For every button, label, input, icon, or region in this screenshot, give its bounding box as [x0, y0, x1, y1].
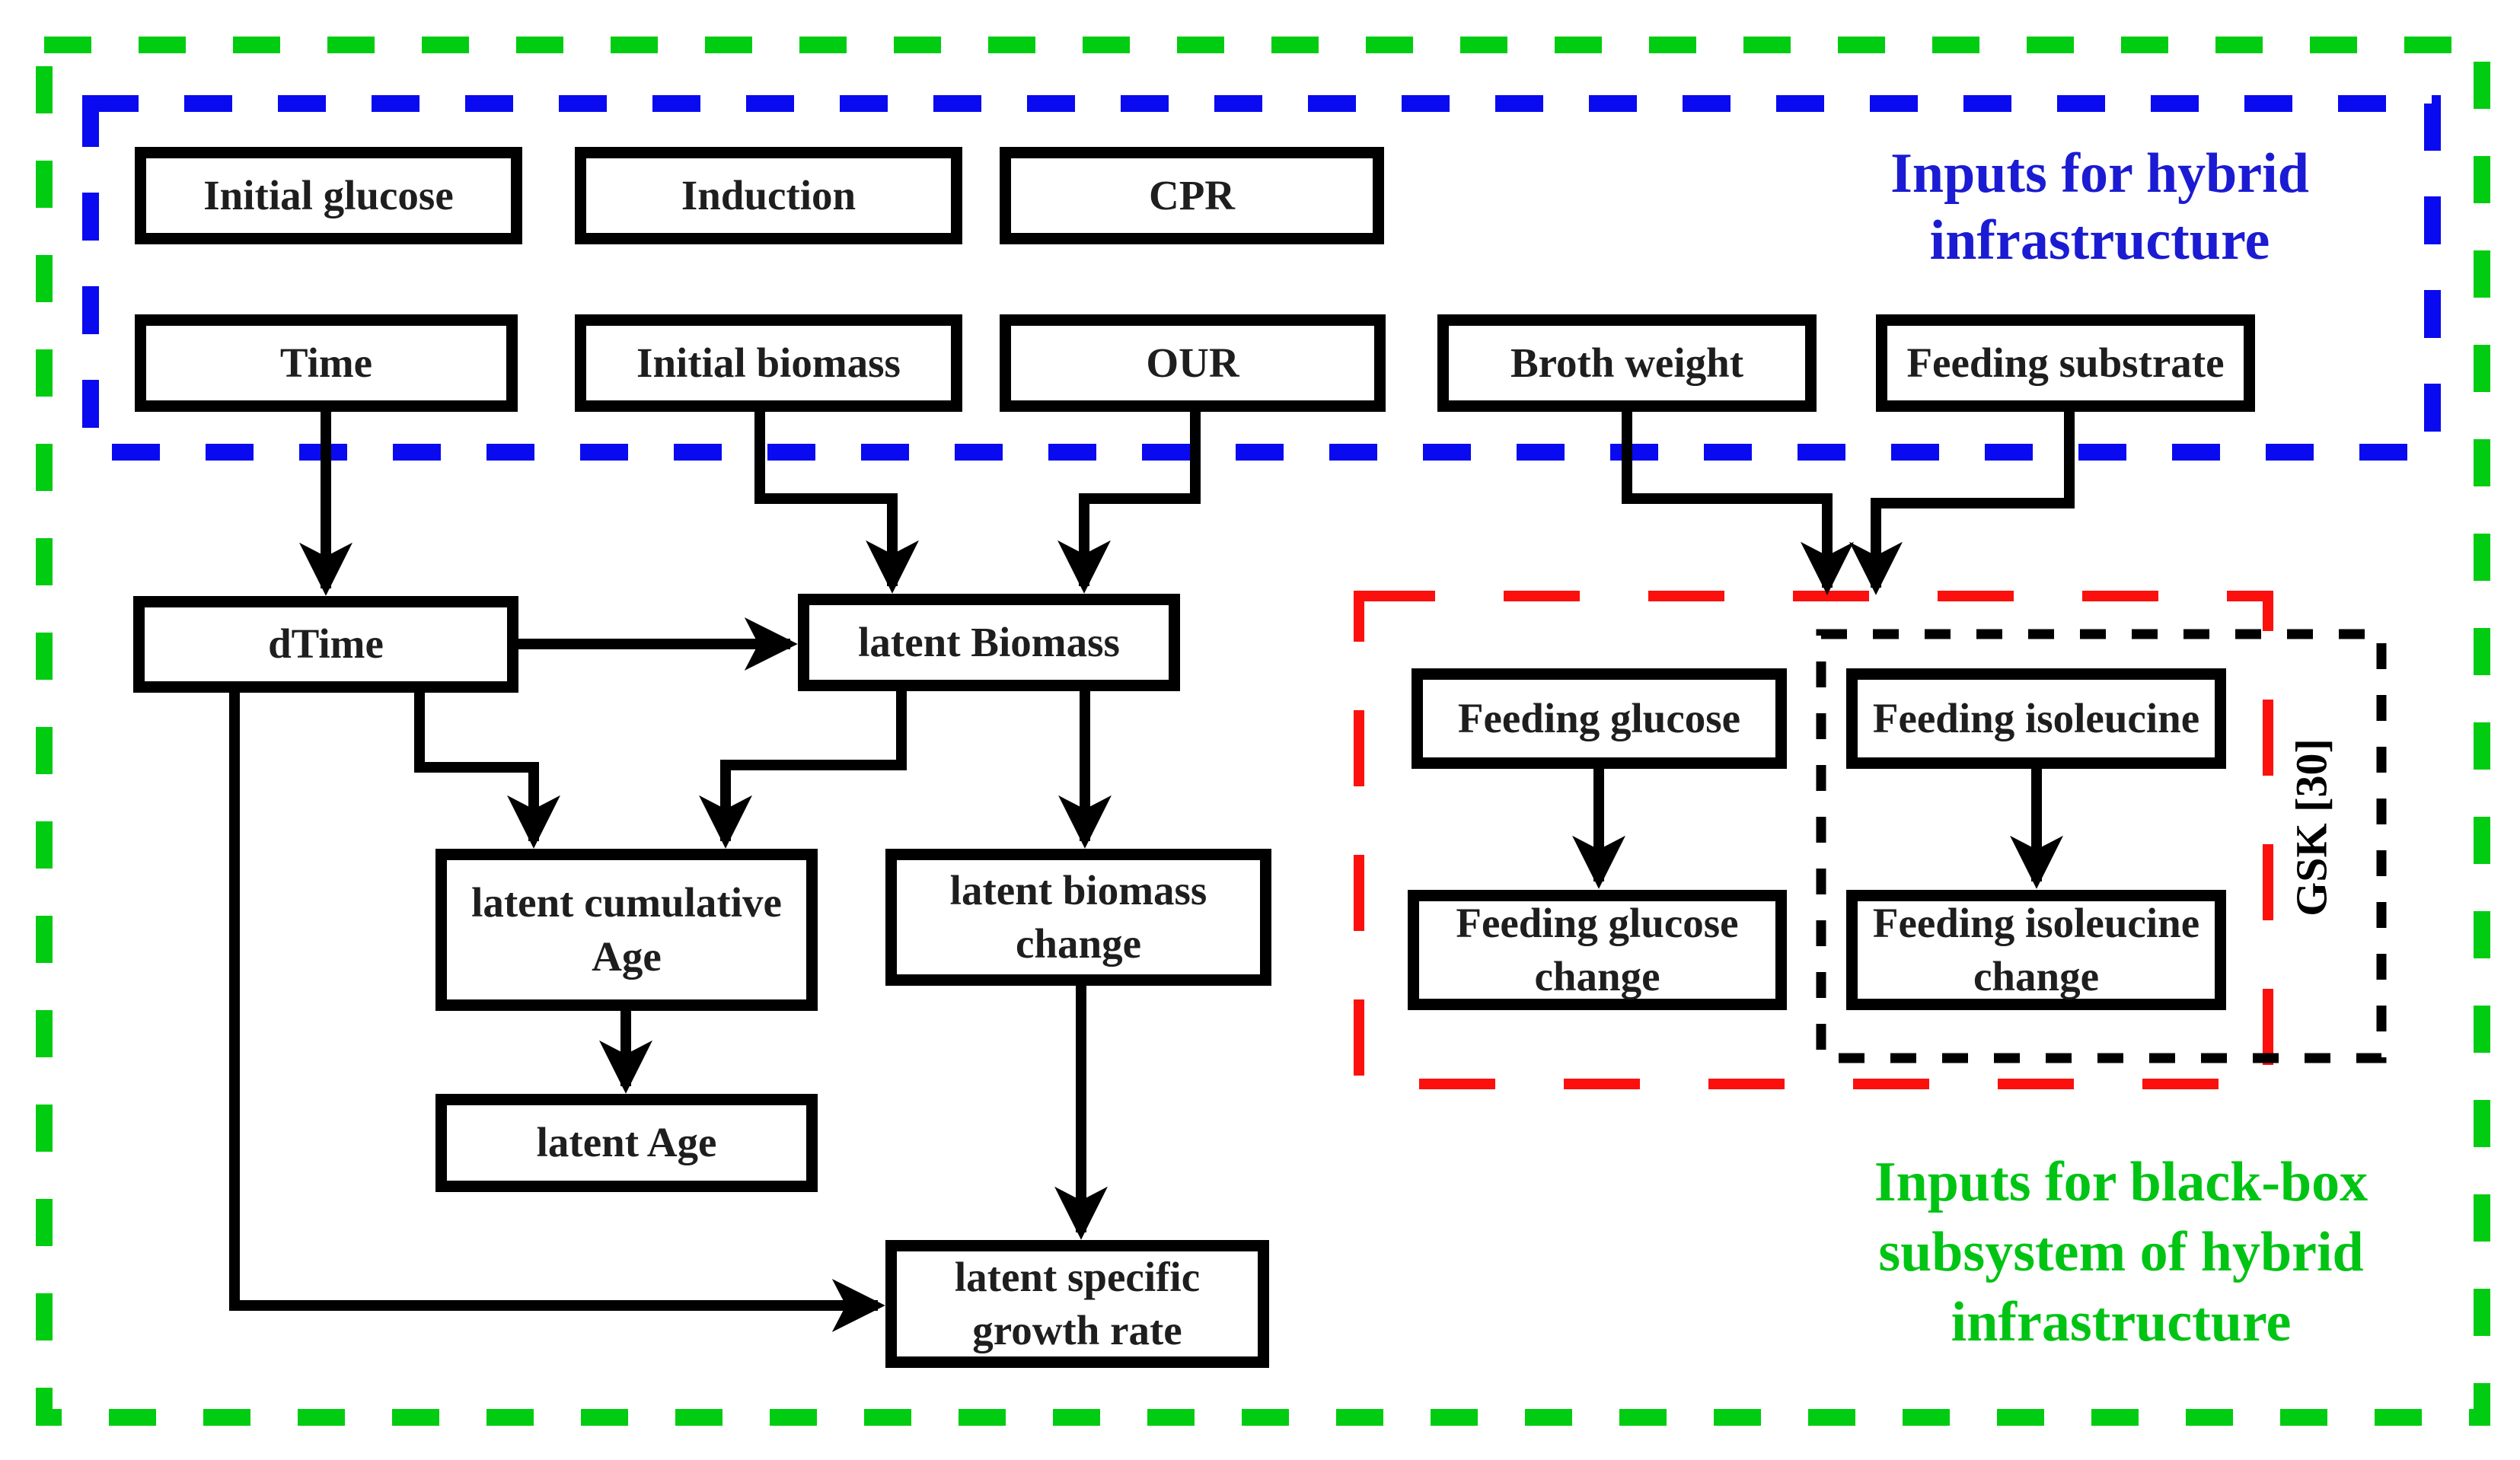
node-label: latent biomass change	[949, 866, 1207, 967]
node-label: Broth weight	[1510, 339, 1744, 386]
title-line: infrastructure	[1951, 1291, 2292, 1353]
gsk-reference-label: GSK [30]	[2286, 738, 2337, 916]
title-line: infrastructure	[1929, 209, 2270, 272]
title-line: Inputs for black-box	[1874, 1151, 2368, 1213]
node-label: Feeding glucose	[1457, 694, 1741, 741]
node-feeding-glucose-change: Feeding glucose change	[1408, 890, 1787, 1010]
node-label: Initial biomass	[636, 339, 901, 386]
node-feeding-isoleucine: Feeding isoleucine	[1846, 668, 2226, 769]
node-cpr: CPR	[1000, 147, 1384, 244]
node-latent-age: latent Age	[435, 1094, 818, 1192]
node-feeding-isoleucine-change: Feeding isoleucine change	[1846, 890, 2226, 1010]
node-label: Feeding isoleucine	[1872, 694, 2200, 741]
node-feeding-substrate: Feeding substrate	[1876, 314, 2255, 412]
title-line: Inputs for hybrid	[1890, 142, 2309, 205]
node-label: OUR	[1146, 339, 1239, 386]
gsk-region-border-black	[1816, 629, 2387, 1063]
arrow-initial-biomass-to-latent-biomass	[754, 412, 919, 594]
node-label: dTime	[268, 620, 384, 668]
node-initial-glucose: Initial glucose	[135, 147, 522, 244]
arrow-latent-biomass-to-latent-cumulative-age	[699, 691, 907, 849]
arrow-our-to-latent-biomass	[1057, 412, 1201, 594]
node-initial-biomass: Initial biomass	[575, 314, 962, 412]
node-broth-weight: Broth weight	[1437, 314, 1817, 412]
node-label: Feeding isoleucine change	[1872, 899, 2200, 999]
node-label: latent cumulative Age	[471, 879, 782, 980]
node-label: CPR	[1148, 171, 1236, 218]
arrow-dtime-to-latent-specific-growth-rate	[229, 693, 885, 1332]
arrow-broth-weight-to-blackbox-region	[1622, 412, 1854, 595]
hybrid-inputs-region-border-blue	[82, 95, 2441, 461]
node-time: Time	[135, 314, 518, 412]
node-label: latent specific growth rate	[954, 1253, 1201, 1353]
outer-region-border-green	[36, 37, 2490, 1426]
node-induction: Induction	[575, 147, 962, 244]
node-label: Feeding substrate	[1906, 339, 2225, 386]
node-label: Feeding glucose change	[1456, 899, 1739, 999]
node-latent-biomass: latent Biomass	[798, 594, 1180, 691]
node-label: latent Age	[536, 1119, 717, 1166]
node-label: Induction	[681, 171, 856, 218]
node-feeding-glucose: Feeding glucose	[1412, 668, 1787, 769]
title-line: subsystem of hybrid	[1878, 1221, 2364, 1283]
node-dtime: dTime	[133, 596, 518, 693]
node-label: latent Biomass	[858, 618, 1120, 665]
node-our: OUR	[1000, 314, 1386, 412]
node-label: Time	[279, 339, 373, 386]
blackbox-inputs-region-title: Inputs for black-box subsystem of hybrid…	[1874, 1147, 2368, 1357]
node-latent-biomass-change: latent biomass change	[885, 849, 1271, 986]
node-latent-cumulative-age: latent cumulative Age	[435, 849, 818, 1011]
node-latent-specific-growth-rate: latent specific growth rate	[885, 1240, 1269, 1368]
hybrid-inputs-region-title: Inputs for hybrid infrastructure	[1890, 140, 2309, 274]
node-label: Initial glucose	[203, 171, 454, 218]
arrow-dtime-to-latent-cumulative-age	[414, 693, 560, 849]
blackbox-inputs-region-border-red	[1354, 591, 2273, 1089]
arrow-feeding-substrate-to-blackbox-region	[1849, 412, 2075, 595]
